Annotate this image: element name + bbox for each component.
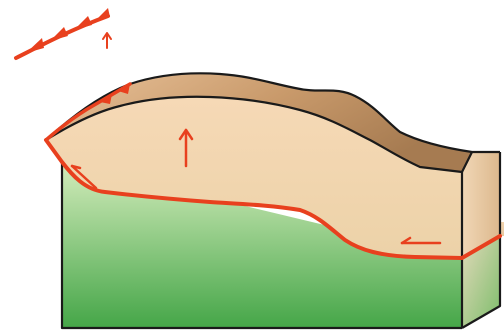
thrust-fault-symbol-with-teeth — [16, 8, 111, 58]
map-up-arrow-icon — [103, 33, 111, 48]
